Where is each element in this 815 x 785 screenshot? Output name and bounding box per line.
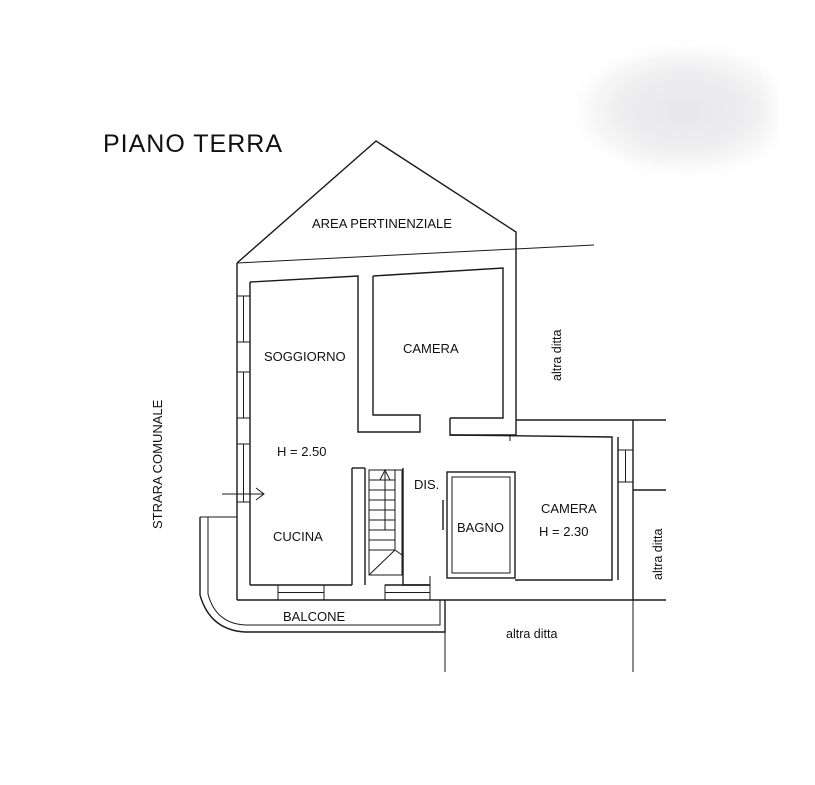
right-window [617, 449, 634, 483]
label-dis: DIS. [414, 477, 439, 492]
corridor-walls [449, 434, 613, 581]
label-bagno: BAGNO [457, 520, 504, 535]
label-camera-right: CAMERA [541, 501, 597, 516]
label-cucina: CUCINA [273, 529, 323, 544]
balcone-outline [199, 516, 446, 633]
label-balcone: BALCONE [283, 609, 345, 624]
label-camera-top: CAMERA [403, 341, 459, 356]
bottom-windows [277, 584, 431, 601]
area-pertinenziale-outline [236, 140, 595, 420]
label-altra-ditta-right: altra ditta [651, 529, 665, 580]
label-area-pertinenziale: AREA PERTINENZIALE [312, 216, 452, 231]
label-altra-ditta-top: altra ditta [550, 330, 564, 381]
entrance-arrow-icon [222, 487, 265, 501]
staircase [368, 468, 403, 576]
blurred-watermark [575, 45, 775, 175]
label-soggiorno: SOGGIORNO [264, 349, 346, 364]
label-height-right: H = 2.30 [539, 524, 589, 539]
property-boundaries [444, 600, 634, 672]
room-soggiorno-walls [249, 275, 421, 585]
label-altra-ditta-bottom: altra ditta [506, 627, 557, 641]
label-strada-comunale: STRARA COMUNALE [150, 399, 165, 529]
label-height-left: H = 2.50 [277, 444, 327, 459]
plan-title: PIANO TERRA [103, 130, 283, 158]
left-windows [236, 295, 251, 503]
